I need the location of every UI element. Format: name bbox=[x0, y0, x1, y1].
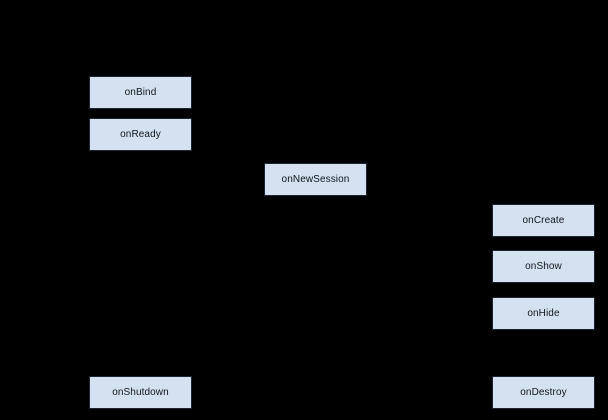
node-label-on-bind: onBind bbox=[124, 86, 157, 98]
node-on-ready[interactable]: onReady bbox=[89, 118, 192, 151]
node-label-on-destroy: onDestroy bbox=[520, 386, 567, 398]
node-on-create[interactable]: onCreate bbox=[492, 204, 595, 237]
node-label-on-show: onShow bbox=[525, 260, 562, 272]
node-label-on-new-session: onNewSession bbox=[281, 173, 350, 185]
node-on-show[interactable]: onShow bbox=[492, 250, 595, 283]
node-label-on-create: onCreate bbox=[522, 214, 565, 226]
node-label-on-ready: onReady bbox=[120, 128, 161, 140]
node-on-hide[interactable]: onHide bbox=[492, 297, 595, 330]
node-on-bind[interactable]: onBind bbox=[89, 76, 192, 109]
node-on-new-session[interactable]: onNewSession bbox=[264, 163, 367, 196]
node-label-on-hide: onHide bbox=[527, 307, 560, 319]
node-on-shutdown[interactable]: onShutdown bbox=[89, 376, 192, 409]
node-label-on-shutdown: onShutdown bbox=[112, 386, 169, 398]
node-on-destroy[interactable]: onDestroy bbox=[492, 376, 595, 409]
